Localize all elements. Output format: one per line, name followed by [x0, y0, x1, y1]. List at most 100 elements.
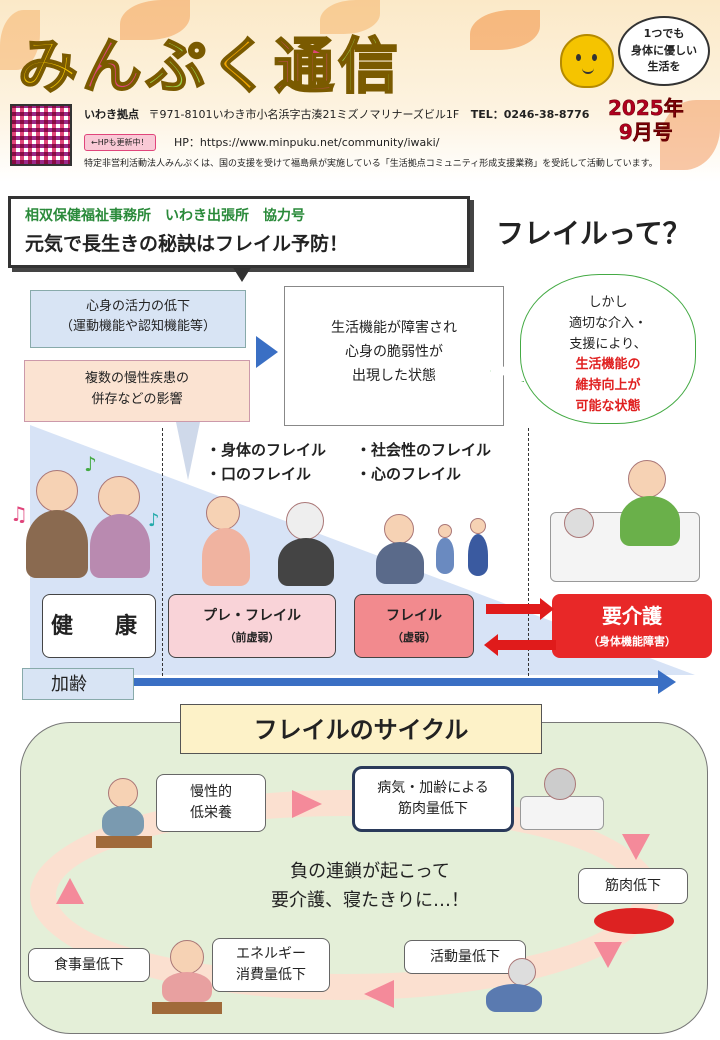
aging-label: 加齢 [22, 668, 134, 700]
box-line: 心身の脆弱性が [345, 343, 443, 360]
seniors-singing-icon: ♪ ♫ ♪ [10, 452, 164, 582]
frail-question: フレイルって？ [496, 217, 691, 250]
office-label: いわき拠点 [84, 108, 139, 121]
stage-divider [528, 428, 529, 676]
stage-label: フレイル [386, 608, 442, 624]
title-char: ぷ [145, 31, 210, 103]
arrow-left-icon [364, 980, 394, 1008]
arrow-left-shaft [498, 640, 556, 650]
arrow-left-icon [484, 634, 498, 656]
cause-box-disease: 複数の慢性疾患の 併存などの影響 [24, 360, 250, 422]
pointer-triangle [176, 422, 200, 480]
cloud-red-line: 生活機能の [575, 357, 641, 373]
music-note-icon: ♫ [10, 502, 28, 526]
stage-sub: （前虚弱） [224, 631, 280, 644]
homepage-link[interactable]: HP：https://www.minpuku.net/community/iwa… [174, 136, 440, 149]
cloud-line: しかし [588, 295, 628, 310]
masthead-title: みんぷく通信 [17, 18, 402, 105]
stage-pre-frail: プレ・フレイル （前虚弱） [168, 594, 336, 658]
header-band [0, 0, 720, 182]
arrow-right-icon [256, 336, 278, 368]
cloud-red-line: 可能な状態 [575, 398, 641, 414]
box-line: 出現した状態 [352, 367, 436, 384]
music-note-icon: ♪ [84, 452, 97, 476]
cycle-step-line: 食事量低下 [54, 956, 124, 973]
title-char: ん [81, 31, 146, 103]
stage-label: 健 康 [50, 614, 147, 639]
cycle-step-line: 慢性的 [190, 784, 232, 800]
cycle-title: フレイルのサイクル [180, 704, 542, 754]
sick-person-icon [520, 766, 604, 832]
headline-bubble: 相双保健福祉事務所 いわき出張所 協力号 元気で長生きの秘訣はフレイル予防！ [8, 196, 470, 268]
cycle-step: エネルギー 消費量低下 [212, 938, 330, 992]
elderly-woman-icon [196, 494, 260, 588]
cycle-step: 活動量低下 [404, 940, 526, 974]
cycle-step: 食事量低下 [28, 948, 150, 982]
center-line: 要介護、寝たきりに…！ [271, 889, 469, 911]
source-line: 相双保健福祉事務所 いわき出張所 協力号 [25, 208, 305, 224]
cycle-step-line: 病気・加齢による [377, 780, 489, 796]
frail-type: ・心のフレイル [356, 465, 462, 483]
frail-types-body: ・身体のフレイル ・口のフレイル [206, 438, 326, 486]
title-char: く [209, 31, 274, 103]
music-note-icon: ♪ [148, 510, 160, 531]
headline-text: 元気で長生きの秘訣はフレイル予防！ [25, 233, 349, 255]
cloud-line: 支援により、 [569, 336, 647, 352]
box-line: 生活機能が障害され [331, 320, 457, 336]
elderly-man-eating-icon [96, 774, 152, 854]
cycle-step-line: 活動量低下 [430, 948, 500, 965]
organization-note: 特定非営利活動法人みんぷくは、国の支援を受けて福島県が実施している「生活拠点コミ… [84, 159, 658, 169]
mascot-icon [560, 34, 614, 88]
family-icon [434, 518, 490, 578]
cycle-step: 病気・加齢による 筋肉量低下 [352, 766, 514, 832]
arrow-right-icon [658, 670, 676, 694]
title-char: 信 [337, 31, 402, 103]
issue-year: 2025年 [608, 96, 684, 121]
address-line: いわき拠点 〒971-8101いわき市小名浜字古湊21ミズノマリナーズビル1F … [84, 106, 589, 122]
cycle-step-line: エネルギー [236, 946, 306, 962]
frail-type: ・社会性のフレイル [356, 441, 492, 459]
arrow-right-icon [540, 598, 554, 620]
title-char: み [17, 31, 82, 103]
frail-types-social: ・社会性のフレイル ・心のフレイル [356, 438, 491, 486]
frail-type: ・口のフレイル [206, 465, 312, 483]
cloud-line: 適切な介入・ [568, 315, 647, 331]
tel-text: TEL：0246-38-8776 [470, 108, 590, 121]
frailty-definition-box: 生活機能が障害され 心身の脆弱性が 出現した状態 [284, 286, 504, 426]
tired-woman-icon [478, 956, 548, 1016]
arrow-down-icon [594, 942, 622, 968]
stage-divider [162, 428, 163, 676]
center-line: 負の連鎖が起こって [290, 861, 450, 882]
cycle-step-line: 筋肉低下 [605, 877, 661, 894]
arrow-right-icon [292, 790, 322, 818]
stage-care-needed: 要介護 （身体機能障害） [552, 594, 712, 658]
slogan-line: 生活を [647, 60, 681, 74]
bubble-tail [232, 266, 252, 282]
frail-type: ・身体のフレイル [206, 441, 327, 459]
cycle-step-line: 消費量低下 [236, 967, 306, 983]
slogan-line: 身体に優しい [631, 43, 697, 57]
cycle-step-line: 筋肉量低下 [398, 801, 468, 817]
stage-frail: フレイル （虚弱） [354, 594, 474, 658]
recovery-cloud: しかし 適切な介入・ 支援により、 生活機能の 維持向上が 可能な状態 [520, 274, 696, 424]
muscle-icon [594, 908, 674, 934]
qr-code-icon[interactable] [10, 104, 72, 166]
cycle-center-text: 負の連鎖が起こって 要介護、寝たきりに…！ [180, 858, 560, 916]
box-line: 心身の活力の低下 [85, 299, 190, 314]
slogan-bubble: 1つでも 身体に優しい 生活を [618, 16, 710, 86]
caregiver-icon [550, 452, 710, 588]
stage-sub: （虚弱） [392, 631, 436, 644]
slogan-line: 1つでも [643, 27, 685, 41]
arrow-right-shaft [486, 604, 544, 614]
title-char: 通 [273, 31, 338, 103]
box-line: （運動機能や認知機能等） [59, 318, 216, 334]
woman-eating-icon [152, 936, 222, 1020]
aging-arrow-line [134, 678, 662, 686]
cause-box-vitality: 心身の活力の低下 （運動機能や認知機能等） [30, 290, 246, 348]
box-line: 複数の慢性疾患の [84, 371, 189, 386]
stage-label: プレ・フレイル [203, 608, 301, 624]
hp-update-badge: ←HPも更新中！ [84, 134, 156, 151]
issue-month: 9月号 [618, 120, 673, 145]
box-line: 併存などの影響 [91, 391, 183, 407]
cycle-step-line: 低栄養 [190, 805, 232, 821]
